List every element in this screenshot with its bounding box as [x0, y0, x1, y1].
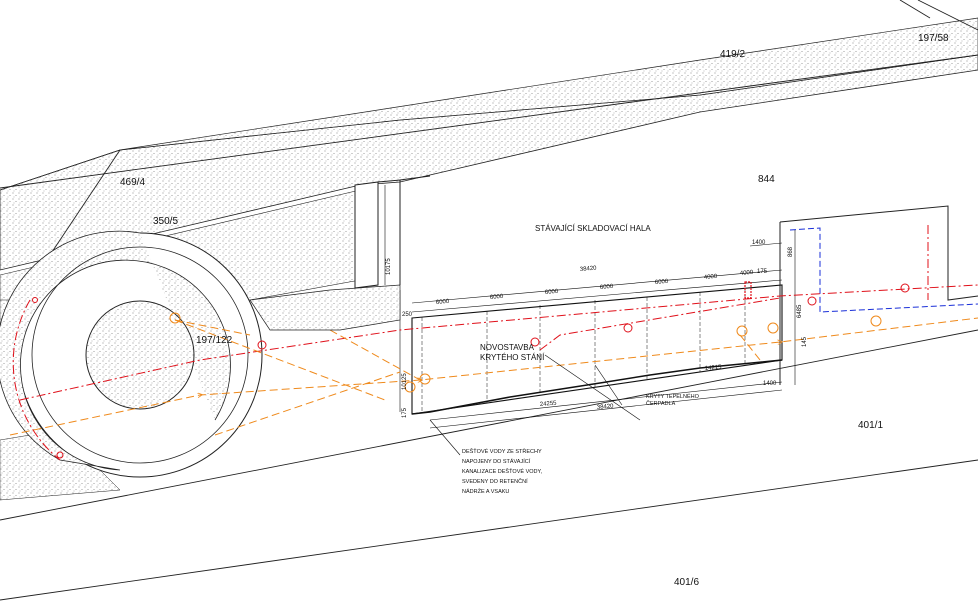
dim-4000-1: 4000 — [704, 274, 718, 281]
dim-10175: 10175 — [386, 258, 392, 275]
dim-38420-bottom: 38420 — [597, 404, 615, 411]
roundabout — [0, 230, 263, 478]
dim-175-side: 175 — [402, 407, 408, 418]
dim-4000-2: 4000 — [740, 270, 754, 277]
heat-pump-label-1: KRYTY TEPELNÉHO — [646, 393, 700, 400]
parcel-label-401-6: 401/6 — [674, 577, 699, 588]
dim-6000-5: 6000 — [655, 279, 669, 286]
parcel-label-350-5: 350/5 — [153, 216, 178, 227]
blue-outline — [789, 227, 978, 313]
dim-868: 868 — [788, 246, 794, 257]
dim-250: 250 — [402, 312, 413, 318]
dim-38420-top: 38420 — [580, 266, 598, 273]
dim-6000-2: 6000 — [490, 294, 504, 301]
parcel-label-197-122: 197/122 — [196, 335, 233, 346]
dim-6000-4: 6000 — [600, 284, 614, 291]
dim-24255: 24255 — [540, 401, 558, 408]
rain-note-line-5: NÁDRŽE A VSAKU — [462, 487, 509, 495]
rain-water-note: DEŠŤOVÉ VODY ZE STŘECHY NAPOJENY DO STÁV… — [462, 447, 542, 495]
dim-145: 145 — [802, 336, 808, 347]
road-strip-top — [0, 17, 978, 191]
dim-1400-top: 1400 — [752, 240, 766, 246]
rain-note-line-3: KANALIZACE DEŠŤOVÉ VODY, — [462, 467, 542, 475]
leader-lines — [429, 354, 641, 456]
dim-175-top: 175 — [757, 269, 768, 275]
red-marker — [744, 281, 752, 299]
orange-manholes — [169, 312, 882, 393]
dim-14215: 14215 — [705, 365, 723, 372]
dim-6000-3: 6000 — [545, 289, 559, 296]
traffic-island — [249, 284, 401, 331]
new-structure — [411, 284, 783, 415]
rain-note-line-1: DEŠŤOVÉ VODY ZE STŘECHY — [462, 447, 542, 455]
new-structure-label-1: NOVOSTAVBA — [480, 343, 535, 352]
parcel-label-844: 844 — [758, 174, 775, 185]
dim-1400-bottom: 1400 — [763, 381, 777, 387]
existing-hall-label: STÁVAJÍCÍ SKLADOVACÍ HALA — [535, 224, 651, 233]
new-structure-label-2: KRYTÉHO STÁNÍ — [480, 353, 545, 362]
dimension-lines-top — [384, 185, 796, 429]
rain-note-line-4: SVEDENY DO RETENČNÍ — [462, 478, 528, 485]
parcel-label-197-58: 197/58 — [918, 33, 949, 44]
parcel-label-419-2: 419/2 — [720, 49, 745, 60]
dim-6485: 6485 — [797, 304, 803, 318]
parcel-label-469-4: 469/4 — [120, 177, 145, 188]
dim-6000-1: 6000 — [436, 299, 450, 306]
heat-pump-label-2: ČERPADLA — [646, 400, 676, 407]
rain-note-line-2: NAPOJENY DO STÁVAJÍCÍ — [462, 458, 531, 465]
dim-10125: 10125 — [402, 373, 408, 390]
parcel-label-401-1: 401/1 — [858, 420, 883, 431]
